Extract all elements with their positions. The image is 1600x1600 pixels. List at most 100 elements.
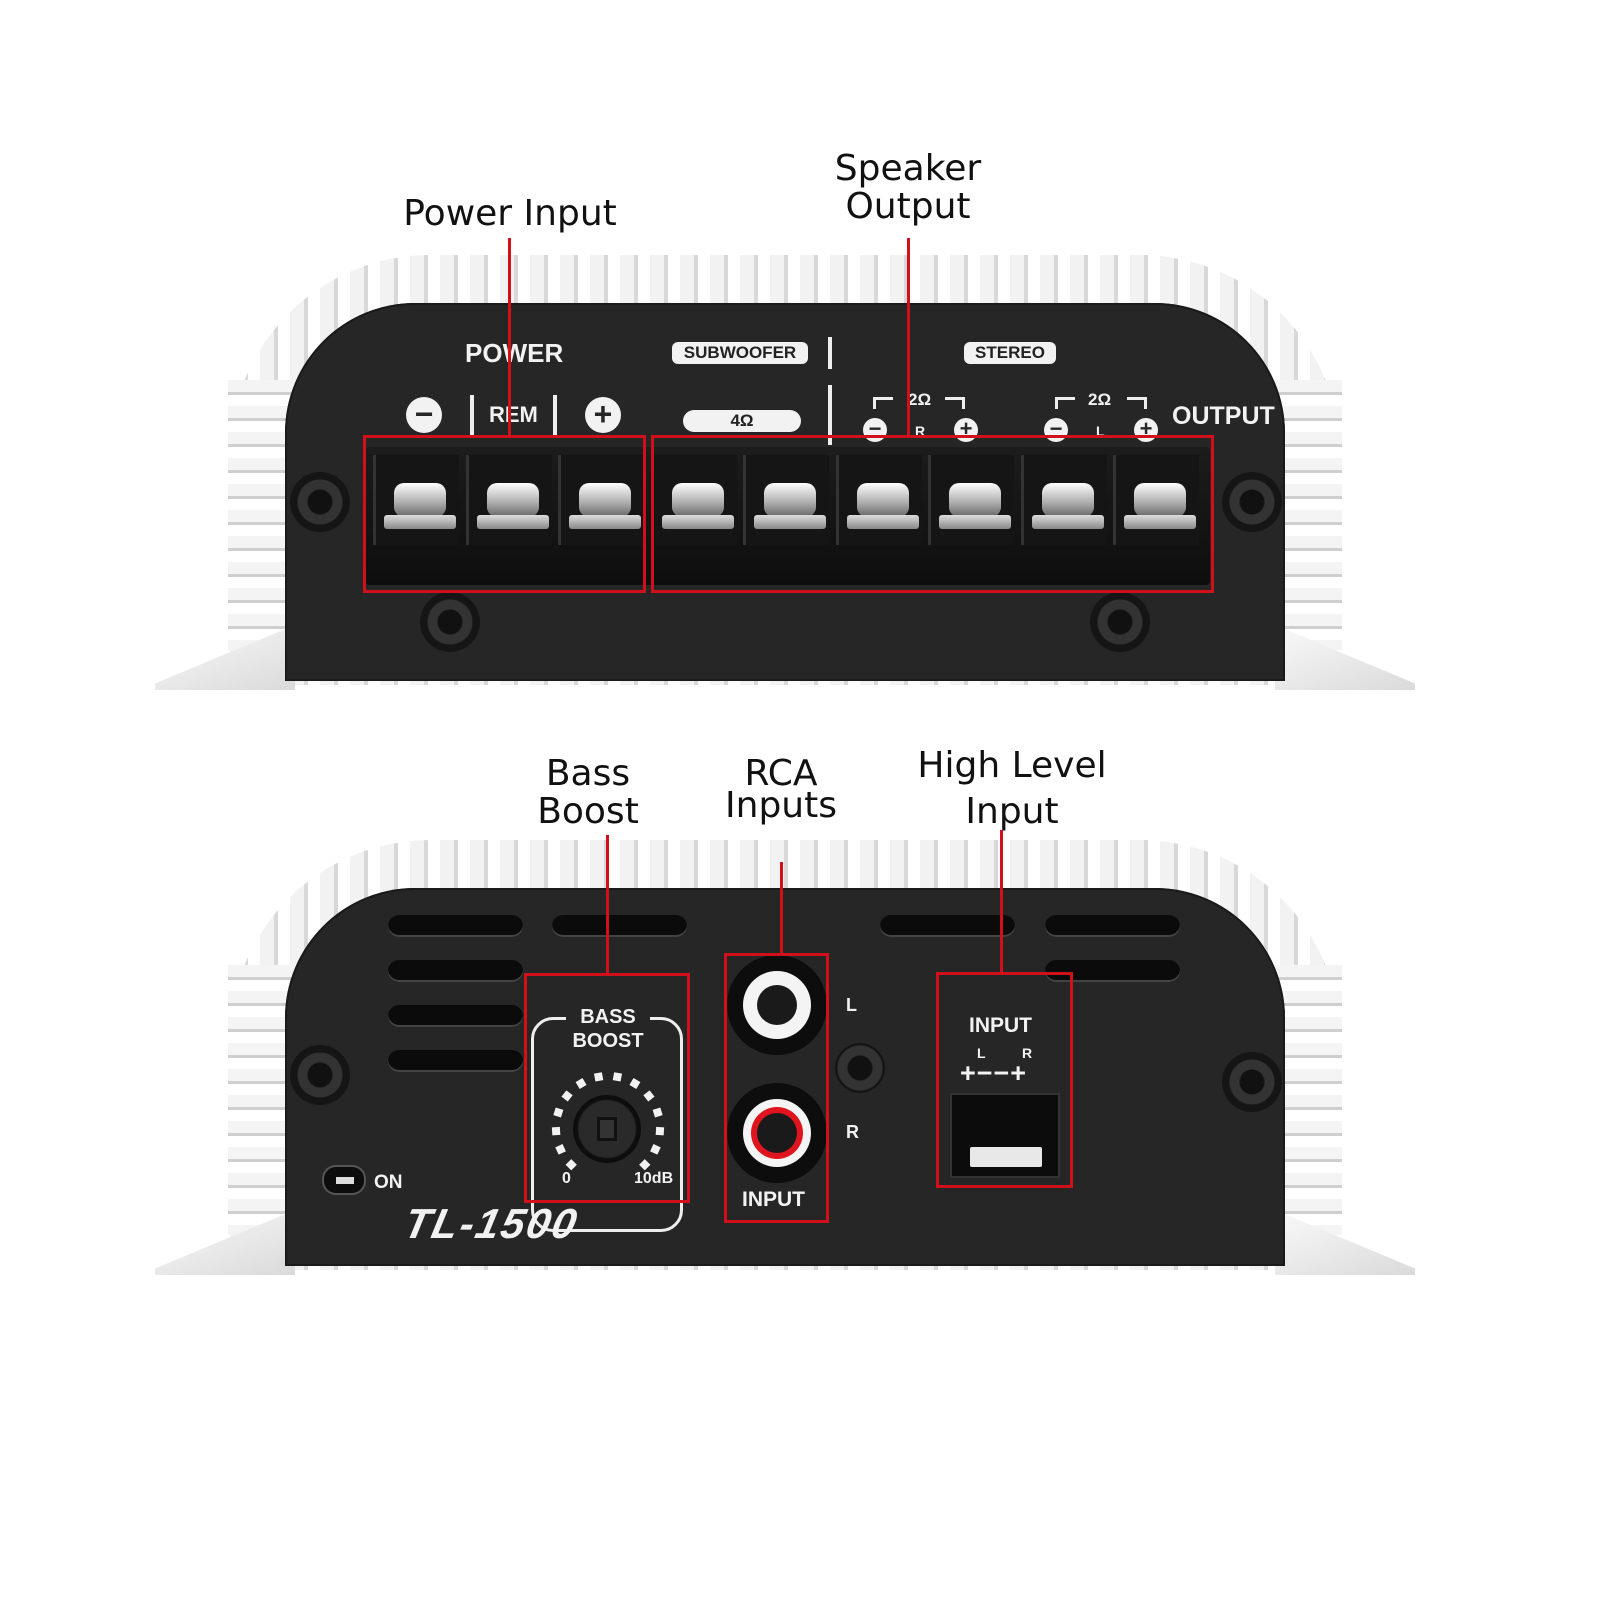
divider	[828, 385, 832, 445]
screw-icon	[290, 1045, 350, 1105]
terminal-screw-icon	[486, 483, 539, 517]
power-input-highlight	[363, 435, 646, 593]
vent-slot	[388, 1005, 523, 1027]
callout-line-1: High Level	[917, 745, 1107, 786]
rem-label: REM	[489, 402, 538, 427]
terminal-plate	[661, 515, 734, 529]
bass-scale-dots	[551, 1072, 665, 1171]
speaker-output-callout: Speaker Output	[835, 150, 981, 226]
screw-terminal	[1020, 455, 1107, 545]
amp-rear-panel	[285, 888, 1285, 1266]
scale-dot	[629, 1078, 641, 1089]
terminal-plate	[476, 515, 549, 529]
scale-dot	[555, 1144, 566, 1155]
callout-line-1: Bass	[545, 753, 631, 794]
screw-icon	[290, 472, 350, 532]
minus-icon: −	[863, 418, 887, 442]
scale-dot	[551, 1126, 561, 1136]
bracket	[1055, 397, 1075, 409]
bass-boost-highlight	[524, 973, 690, 1203]
rca-right-jack[interactable]	[727, 1083, 827, 1183]
high-level-connector[interactable]	[950, 1093, 1060, 1178]
screw-terminal	[743, 455, 829, 545]
rca-inputs-callout: RCA Inputs	[725, 753, 837, 826]
mounting-foot-left	[155, 625, 295, 690]
hl-right-label: R	[1022, 1045, 1033, 1061]
scale-dot	[652, 1107, 663, 1118]
rca-left-jack[interactable]	[727, 955, 827, 1055]
plus-icon: +	[585, 397, 621, 433]
power-label: POWER	[465, 338, 564, 368]
bracket	[945, 397, 965, 409]
callout-line	[780, 862, 783, 955]
bass-boost-knob[interactable]	[573, 1095, 641, 1163]
scale-dot	[561, 1090, 573, 1102]
rca-input-label: INPUT	[742, 1188, 805, 1211]
terminal-block	[365, 447, 1210, 585]
scale-dot	[650, 1144, 661, 1155]
scale-dot	[612, 1072, 623, 1082]
bracket	[1127, 397, 1147, 409]
scale-dot	[575, 1078, 587, 1089]
terminal-plate	[939, 515, 1011, 529]
hl-left-label: L	[977, 1045, 986, 1061]
minus-icon: −	[406, 397, 442, 433]
screw-icon	[1090, 592, 1150, 652]
vent-slot	[388, 1050, 523, 1072]
callout-line-2: Inputs	[725, 785, 837, 826]
terminal-screw-icon	[671, 483, 724, 517]
callout-line-2: Input	[965, 791, 1059, 832]
screw-terminal	[558, 455, 644, 545]
screw-terminal	[465, 455, 552, 545]
model-logo: TL-1500	[400, 1200, 583, 1247]
stereo-badge: STEREO	[964, 342, 1056, 364]
high-level-input-label: INPUT	[969, 1014, 1032, 1037]
bass-label-line-1: BASS	[580, 1006, 636, 1028]
screw-terminal	[928, 455, 1014, 545]
led-on-label: ON	[374, 1172, 403, 1193]
callout-line	[907, 238, 910, 435]
terminal-plate	[1124, 515, 1196, 529]
divider	[828, 337, 832, 369]
callout-line	[508, 238, 511, 435]
scale-dot	[593, 1072, 604, 1082]
power-led	[322, 1165, 366, 1195]
speaker-output-highlight	[651, 435, 1214, 593]
screw-icon	[420, 592, 480, 652]
vent-slot	[388, 915, 523, 937]
divider	[470, 395, 474, 435]
minus-icon: −	[1044, 418, 1068, 442]
screw-terminal	[835, 455, 922, 545]
left-channel-label: L	[1096, 423, 1105, 439]
screw-icon	[1222, 472, 1282, 532]
divider	[553, 395, 557, 435]
terminal-screw-icon	[394, 483, 446, 517]
terminal-screw-icon	[856, 483, 909, 517]
screw-terminal	[373, 455, 459, 545]
callout-line	[606, 835, 609, 975]
terminal-plate	[754, 515, 826, 529]
hl-polarity-label: +−−+	[960, 1058, 1028, 1088]
sub-impedance-badge: 4Ω	[683, 410, 801, 432]
terminal-plate	[846, 515, 919, 529]
plus-icon: +	[954, 418, 978, 442]
terminal-screw-icon	[1134, 483, 1186, 517]
bracket	[873, 397, 893, 409]
terminal-plate	[384, 515, 456, 529]
vent-slot	[1045, 960, 1180, 982]
callout-line-1: RCA	[744, 753, 818, 794]
vent-slot	[388, 960, 523, 982]
terminal-screw-icon	[579, 483, 631, 517]
left-impedance: 2Ω	[1088, 390, 1112, 409]
vent-slot	[1045, 915, 1180, 937]
rca-right-label: R	[846, 1122, 859, 1142]
plus-icon: +	[1134, 418, 1158, 442]
terminal-screw-icon	[1041, 483, 1094, 517]
high-level-input-highlight	[936, 972, 1073, 1188]
terminal-screw-icon	[949, 483, 1001, 517]
screw-icon	[1222, 1052, 1282, 1112]
high-level-input-callout: High Level Input	[917, 743, 1106, 835]
subwoofer-badge: SUBWOOFER	[672, 342, 808, 364]
screw-icon	[835, 1043, 885, 1093]
rca-inputs-highlight	[724, 953, 829, 1223]
